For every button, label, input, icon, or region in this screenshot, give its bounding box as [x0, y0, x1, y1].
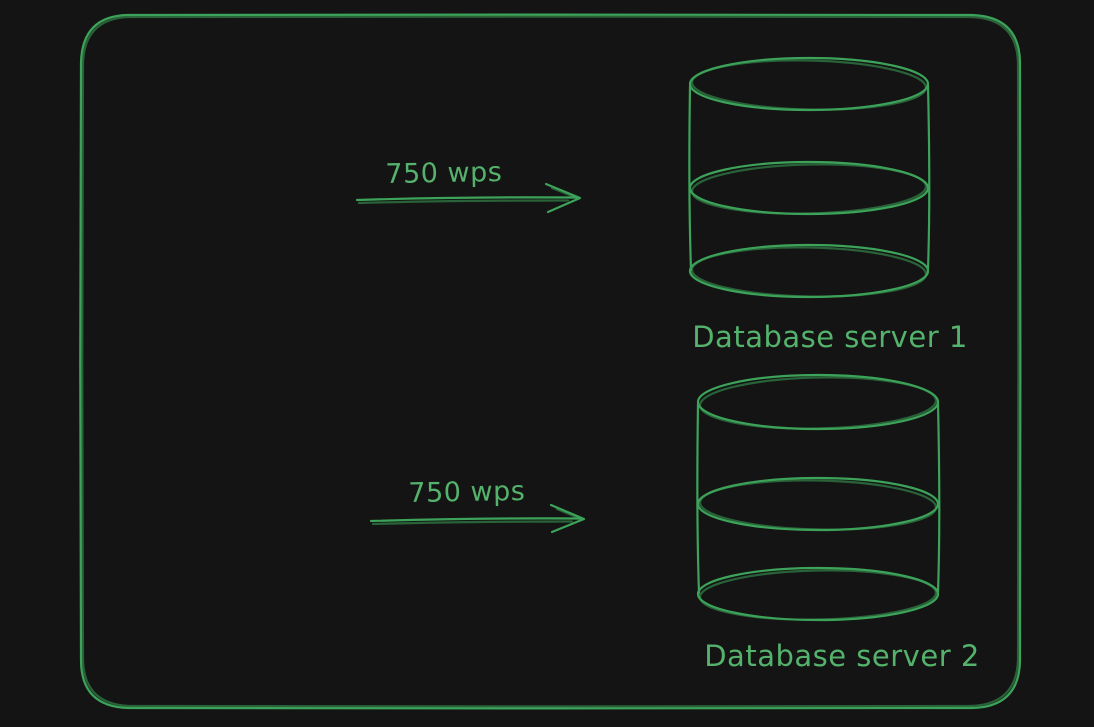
database-1-bottom-ellipse-overdraw — [690, 246, 928, 298]
arrow-2-shape — [369, 503, 586, 534]
database-1-right-side — [926, 83, 931, 271]
database-1-middle-ellipse-overdraw — [690, 163, 928, 215]
database-1-top-ellipse-overdraw — [690, 59, 928, 111]
arrow-1-head-overdraw — [550, 186, 580, 200]
arrow-2-label: 750 wps — [408, 476, 525, 509]
database-2-label: Database server 2 — [704, 639, 980, 673]
arrow-1-head-icon — [544, 182, 582, 214]
arrow-1-shape — [355, 182, 582, 214]
database-1-cylinder-icon — [688, 56, 931, 299]
arrow-1: 750 wps — [355, 157, 582, 214]
database-2-right-side — [936, 401, 941, 594]
database-2-cylinder-icon — [696, 373, 941, 622]
arrow-1-label: 750 wps — [385, 157, 502, 190]
database-1-left-side — [688, 84, 693, 272]
arrow-1-shaft-overdraw — [357, 199, 570, 205]
outer-frame — [79, 13, 1022, 710]
arrow-1-shaft — [355, 196, 578, 202]
database-2-left-side — [696, 402, 701, 595]
arrow-2-head-overdraw — [555, 507, 584, 521]
arrow-2-shaft-overdraw — [371, 520, 574, 526]
outer-frame-border-overdraw — [81, 15, 1020, 708]
arrow-2: 750 wps — [369, 476, 586, 534]
database-2-top-ellipse-overdraw — [698, 376, 938, 430]
database-2-middle-ellipse-overdraw — [698, 479, 938, 531]
database-2-bottom-ellipse-overdraw — [698, 569, 938, 621]
outer-frame-border — [79, 13, 1022, 710]
arrow-2-shaft — [369, 517, 582, 523]
database-1-label: Database server 1 — [692, 320, 968, 354]
arrow-2-head-icon — [549, 503, 586, 534]
